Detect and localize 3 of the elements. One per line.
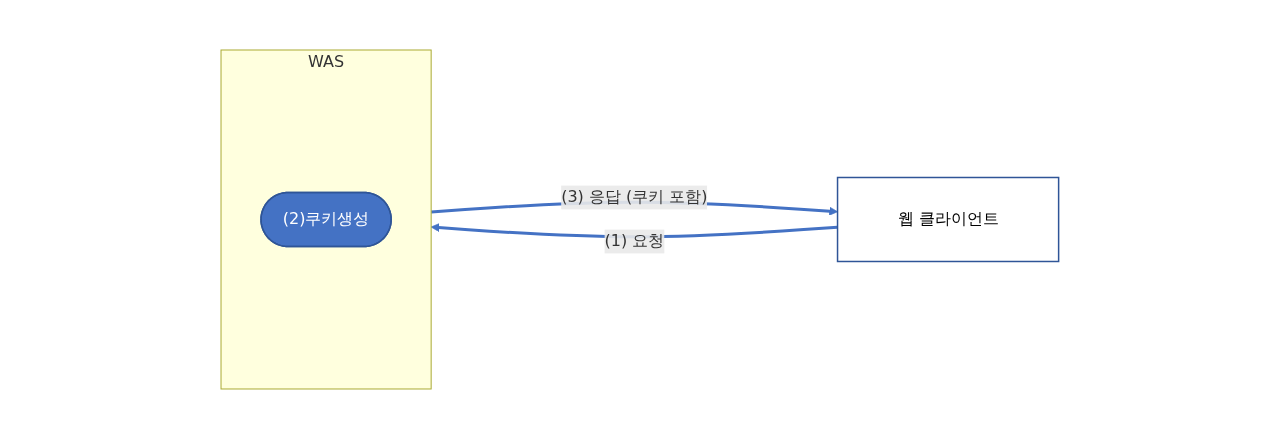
edge-label: (1) 요청 — [604, 230, 665, 250]
edge-label: (3) 응답 (쿠키 포함) — [561, 186, 708, 206]
node-box: 웹 클라이언트 — [836, 176, 1060, 262]
